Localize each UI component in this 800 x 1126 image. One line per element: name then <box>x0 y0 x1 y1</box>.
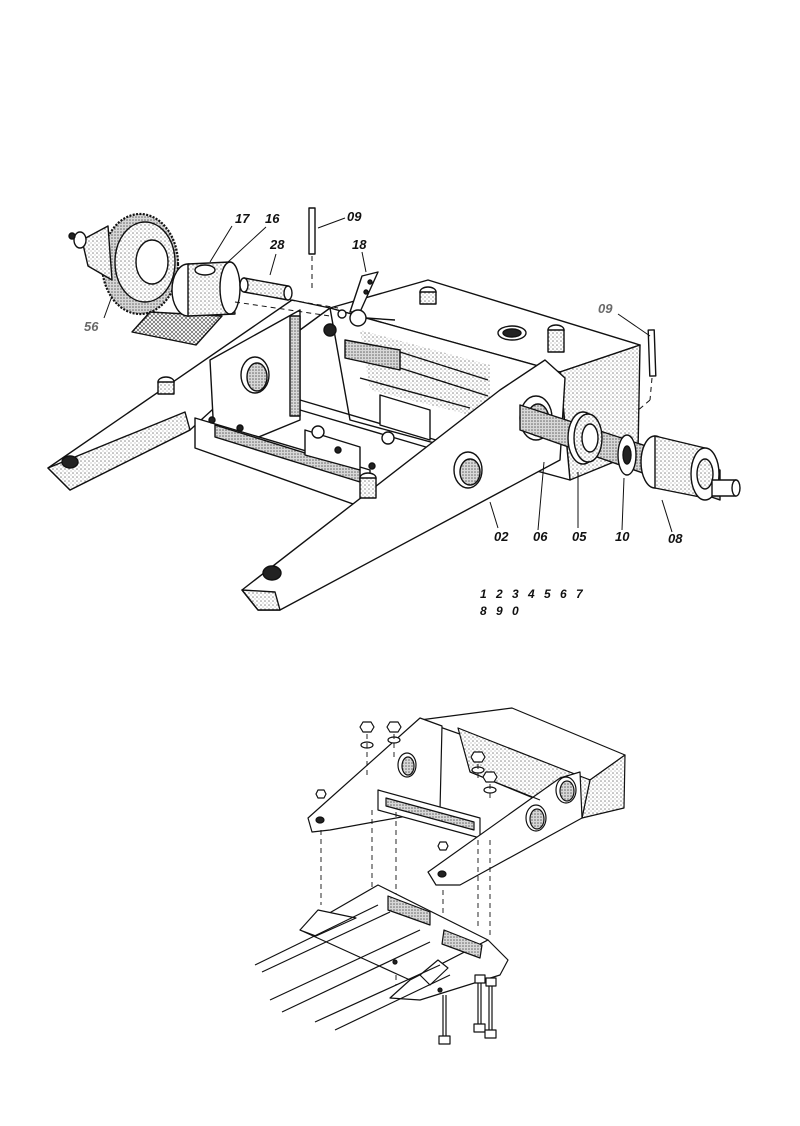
callout-08: 08 <box>668 531 683 546</box>
sleeve-17-16 <box>171 261 241 317</box>
lower-assembly <box>254 707 626 1045</box>
lower-frame <box>307 707 626 886</box>
output-shaft-assembly <box>519 404 741 501</box>
callout-10: 10 <box>615 529 630 544</box>
callout-16: 16 <box>265 211 280 226</box>
digit-key-row-2: 8 9 0 <box>480 604 522 618</box>
digit-key-row-1: 1 2 3 4 5 6 7 <box>480 587 586 601</box>
gear-56 <box>68 212 180 316</box>
callout-06: 06 <box>533 529 548 544</box>
threaded-shaft <box>344 339 489 397</box>
brake-pad <box>131 311 223 346</box>
top-fasteners <box>315 721 498 851</box>
callout-02: 02 <box>494 529 509 544</box>
base-plate <box>254 884 509 1031</box>
pin-09-right <box>647 329 657 377</box>
pin-28 <box>239 277 293 301</box>
callout-09a: 09 <box>347 209 362 224</box>
assembly-lines <box>234 256 653 413</box>
callout-17: 17 <box>235 211 250 226</box>
callout-18: 18 <box>352 237 367 252</box>
callout-56: 56 <box>84 319 99 334</box>
callout-05: 05 <box>572 529 587 544</box>
pin-09-left <box>308 207 316 255</box>
bottom-bolts <box>438 974 497 1045</box>
callout-28: 28 <box>270 237 285 252</box>
callout-09b: 09 <box>598 301 613 316</box>
upper-assembly <box>47 207 741 611</box>
leader-lines <box>103 217 673 533</box>
lever-18 <box>323 271 396 337</box>
